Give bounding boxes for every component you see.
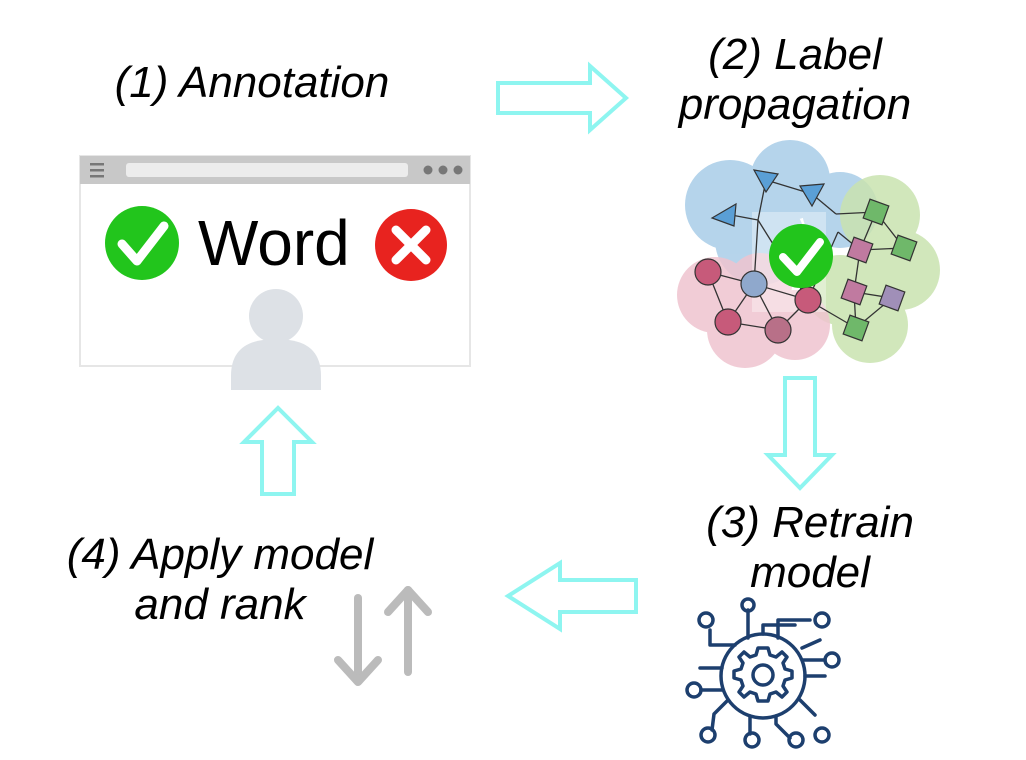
label-propagation-graph: [677, 140, 940, 368]
arrow-down: [763, 376, 837, 491]
green-check-icon: [105, 206, 179, 280]
hamburger-menu-icon: [90, 163, 104, 178]
step-3-label: (3) Retrain model: [706, 498, 914, 597]
window-dots-icon: [423, 165, 463, 175]
square-nodes: [840, 198, 918, 342]
circle-nodes: [694, 258, 822, 344]
address-bar: [126, 163, 408, 177]
step-1-label: (1) Annotation: [114, 58, 390, 107]
rank-arrows-icon: [334, 586, 432, 686]
user-icon: [231, 289, 321, 390]
arrow-up: [239, 405, 317, 496]
arrow-right: [496, 61, 630, 135]
propagation-check-icon: [769, 224, 833, 288]
step-2-label: (2) Label propagation: [678, 30, 912, 129]
arrow-left: [504, 559, 638, 633]
triangle-nodes: [710, 169, 826, 227]
annotation-word: Word: [198, 207, 350, 279]
step-4-label: (4) Apply model and rank: [66, 530, 374, 629]
red-x-icon: [375, 209, 447, 281]
gear-circuit-icon: [685, 597, 841, 749]
